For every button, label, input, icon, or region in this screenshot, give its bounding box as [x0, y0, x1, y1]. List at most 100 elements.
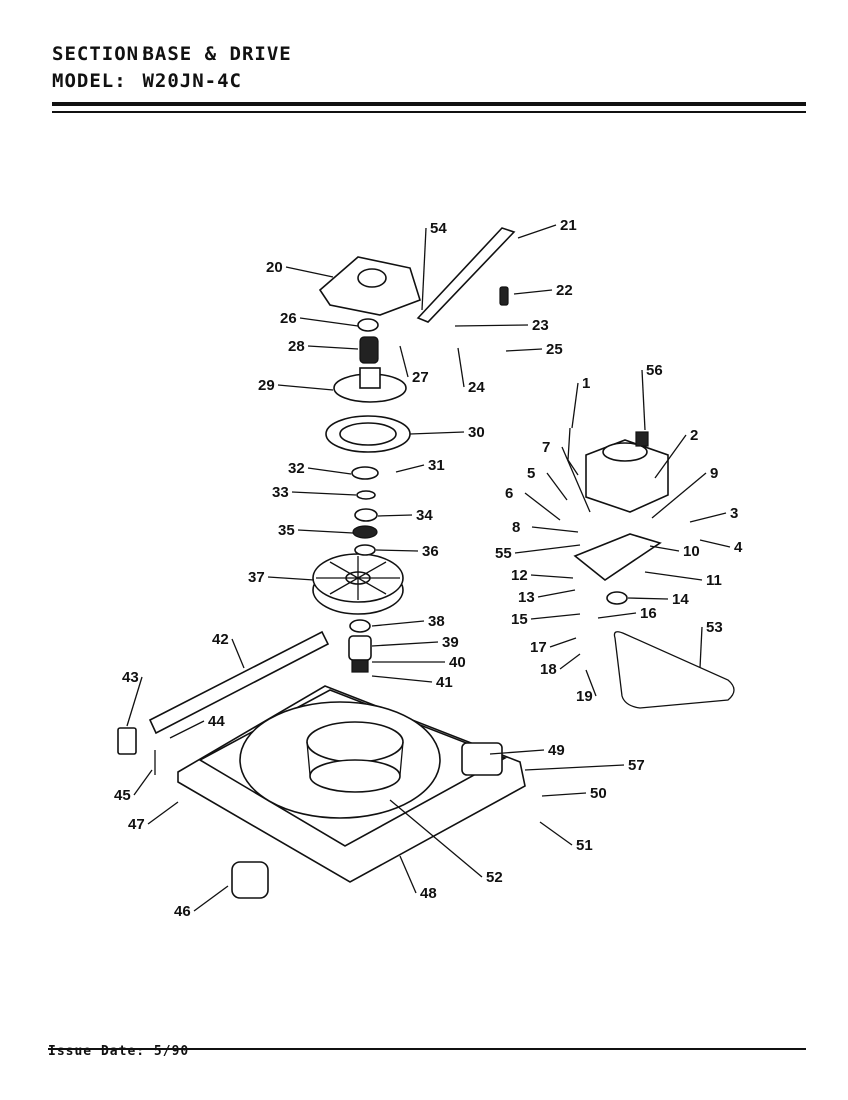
callout-8: 8 [512, 519, 520, 536]
leader-line-50 [541, 792, 587, 797]
leader-line-24 [457, 347, 465, 388]
callout-14: 14 [672, 591, 689, 608]
callout-48: 48 [420, 885, 437, 902]
callout-12: 12 [511, 567, 528, 584]
actuator-link [416, 227, 516, 323]
leader-line-8 [531, 526, 579, 533]
callout-52: 52 [486, 869, 503, 886]
callout-7: 7 [542, 439, 550, 456]
leader-line-26 [299, 317, 359, 327]
callout-9: 9 [710, 465, 718, 482]
leader-line-46 [193, 885, 229, 912]
leader-line-57 [524, 764, 625, 771]
leader-line-41 [371, 675, 433, 683]
leader-line-5 [546, 472, 568, 501]
callout-15: 15 [511, 611, 528, 628]
clutch-cone [318, 256, 421, 316]
leader-line-36 [375, 549, 419, 552]
callout-10: 10 [683, 543, 700, 560]
leader-line-53 [699, 626, 703, 669]
issue-date: Issue Date: 5/90 [48, 1044, 190, 1059]
leader-line-6 [524, 492, 561, 521]
callout-33: 33 [272, 484, 289, 501]
section-header: SECTION: BASE & DRIVE [52, 43, 292, 65]
callout-11: 11 [706, 572, 722, 589]
section-value: BASE & DRIVE [142, 43, 292, 65]
callout-51: 51 [576, 837, 593, 854]
leader-line-3 [689, 512, 727, 523]
leader-line-9 [651, 472, 707, 519]
brake-disc [325, 415, 411, 453]
leader-line-25 [505, 348, 543, 352]
callout-18: 18 [540, 661, 557, 678]
callout-5: 5 [527, 465, 535, 482]
leader-line-43 [126, 676, 143, 727]
callout-56: 56 [646, 362, 663, 379]
leader-line-47 [147, 801, 179, 825]
leader-line-12 [530, 574, 574, 579]
leader-line-32 [307, 467, 352, 475]
callout-21: 21 [560, 217, 577, 234]
motor [585, 431, 669, 513]
callout-4: 4 [734, 539, 743, 556]
callout-24: 24 [468, 379, 485, 396]
brace-bar [148, 630, 330, 735]
leader-line-19 [585, 669, 597, 697]
leader-line-35 [297, 529, 354, 534]
leader-line-23 [454, 324, 529, 327]
callout-50: 50 [590, 785, 607, 802]
leader-line-39 [371, 641, 439, 647]
callout-55: 55 [495, 545, 512, 562]
callout-27: 27 [412, 369, 429, 386]
leader-line-11 [644, 571, 703, 581]
leader-line-13 [537, 589, 576, 598]
model-label: MODEL: [52, 70, 127, 92]
callout-39: 39 [442, 634, 459, 651]
callout-47: 47 [128, 816, 145, 833]
callout-31: 31 [428, 457, 445, 474]
callout-46: 46 [174, 903, 191, 920]
small-hardware [117, 286, 628, 899]
callout-57: 57 [628, 757, 645, 774]
callout-25: 25 [546, 341, 563, 358]
leader-line-45 [133, 769, 153, 796]
leader-line-10 [649, 545, 680, 552]
washers-stack [351, 466, 379, 556]
callout-2: 2 [690, 427, 698, 444]
leader-line-52 [389, 799, 483, 878]
leader-line-1 [571, 382, 579, 429]
callout-13: 13 [518, 589, 535, 606]
callout-43: 43 [122, 669, 139, 686]
leader-line-2 [654, 434, 687, 479]
callout-40: 40 [449, 654, 466, 671]
leader-line-56 [641, 369, 646, 431]
callout-20: 20 [266, 259, 283, 276]
callout-35: 35 [278, 522, 295, 539]
callout-19: 19 [576, 688, 593, 705]
leader-line-54 [421, 227, 427, 311]
motor-mount-plate [573, 533, 662, 581]
leader-line-22 [513, 289, 553, 295]
callout-23: 23 [532, 317, 549, 334]
footer-rule [48, 1048, 806, 1050]
callout-42: 42 [212, 631, 229, 648]
leader-line-7 [561, 446, 591, 513]
tub-ring [306, 721, 404, 793]
leader-line-4 [699, 539, 731, 548]
leader-line-33 [291, 491, 357, 496]
bearing-assembly [348, 619, 372, 673]
callout-16: 16 [640, 605, 657, 622]
callout-17: 17 [530, 639, 547, 656]
callout-6: 6 [505, 485, 513, 502]
drive-belt [613, 631, 735, 709]
leader-line-18 [559, 653, 581, 670]
drive-pulley [312, 553, 404, 615]
header-rule-thin [52, 111, 806, 113]
callout-30: 30 [468, 424, 485, 441]
leader-line-29 [277, 384, 334, 391]
callout-49: 49 [548, 742, 565, 759]
model-value: W20JN-4C [142, 70, 242, 92]
callout-36: 36 [422, 543, 439, 560]
leader-line-51 [539, 821, 573, 846]
